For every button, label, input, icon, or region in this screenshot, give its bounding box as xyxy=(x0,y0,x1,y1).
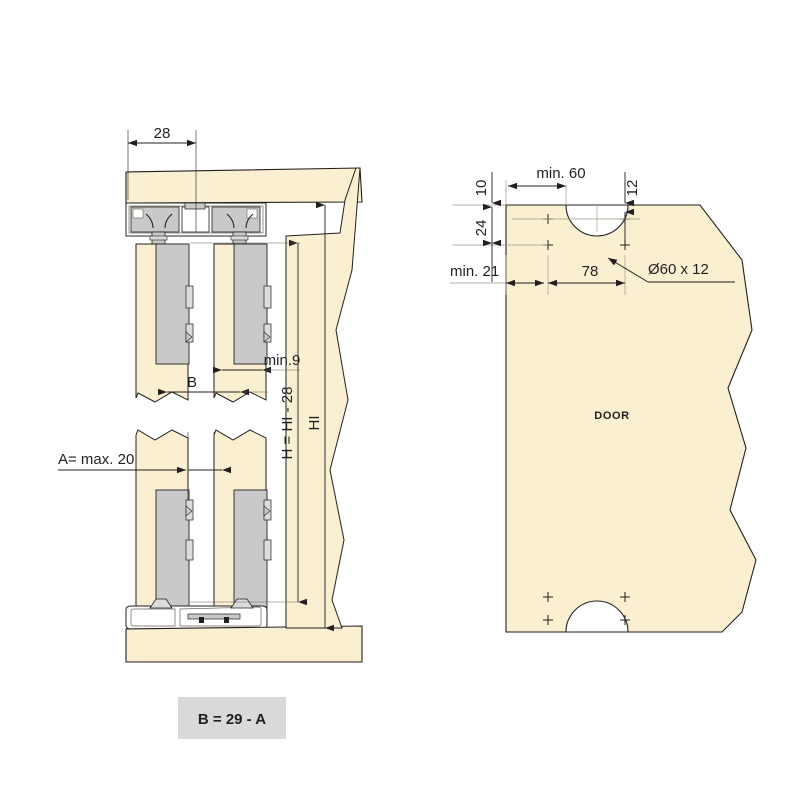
dim-a-max: A= max. 20 xyxy=(58,432,231,500)
dim-24: 24 xyxy=(473,203,501,282)
door-panel-outline xyxy=(505,204,757,633)
screw-cross-marks-bottom xyxy=(543,592,630,625)
right-door-view: 10 24 12 min. 60 min. 21 78 xyxy=(450,165,757,633)
floor-slab xyxy=(125,625,363,663)
dim-h: H = HI - 28 xyxy=(190,239,307,606)
lower-door-panels xyxy=(135,429,272,609)
bore-callout: Ø60 x 12 xyxy=(607,257,735,283)
dim-24-label: 24 xyxy=(473,220,490,237)
dim-10: 10 xyxy=(473,172,501,207)
header-beam xyxy=(125,167,363,204)
dim-b: B xyxy=(158,374,268,396)
bottom-track-profile xyxy=(125,598,268,630)
dim-b-label: B xyxy=(187,374,197,391)
dim-hi-label: HI xyxy=(306,416,323,431)
dim-h-label: H = HI - 28 xyxy=(279,387,296,460)
formula-box: B = 29 - A xyxy=(178,697,286,739)
dim-a-max-label: A= max. 20 xyxy=(58,451,134,468)
left-section-view: 28 B min.9 A= max. 20 H = HI - 28 xyxy=(58,125,363,663)
top-track-profile xyxy=(125,202,267,245)
dim-28-label: 28 xyxy=(154,125,171,142)
dim-min60-label: min. 60 xyxy=(536,165,585,182)
dim-min60: min. 60 xyxy=(508,165,586,190)
dim-min21-label: min. 21 xyxy=(450,263,499,280)
bore-callout-label: Ø60 x 12 xyxy=(648,261,709,278)
formula-text: B = 29 - A xyxy=(198,711,266,728)
bottom-bore-hole xyxy=(565,600,629,633)
dim-min21: min. 21 xyxy=(450,263,544,287)
dim-12-label: 12 xyxy=(624,180,641,197)
dim-78-label: 78 xyxy=(582,263,599,280)
dim-78: 78 xyxy=(548,263,625,287)
door-panel-label: DOOR xyxy=(594,410,629,422)
formula-box-bg xyxy=(178,697,286,739)
dim-28: 28 xyxy=(127,125,197,232)
dim-hi: HI xyxy=(306,201,334,632)
dim-10-label: 10 xyxy=(473,180,490,197)
bore-center-lines xyxy=(512,205,640,232)
upper-door-panels xyxy=(135,243,272,403)
dim-min9-label: min.9 xyxy=(264,352,301,369)
dim-12: 12 xyxy=(624,172,641,243)
